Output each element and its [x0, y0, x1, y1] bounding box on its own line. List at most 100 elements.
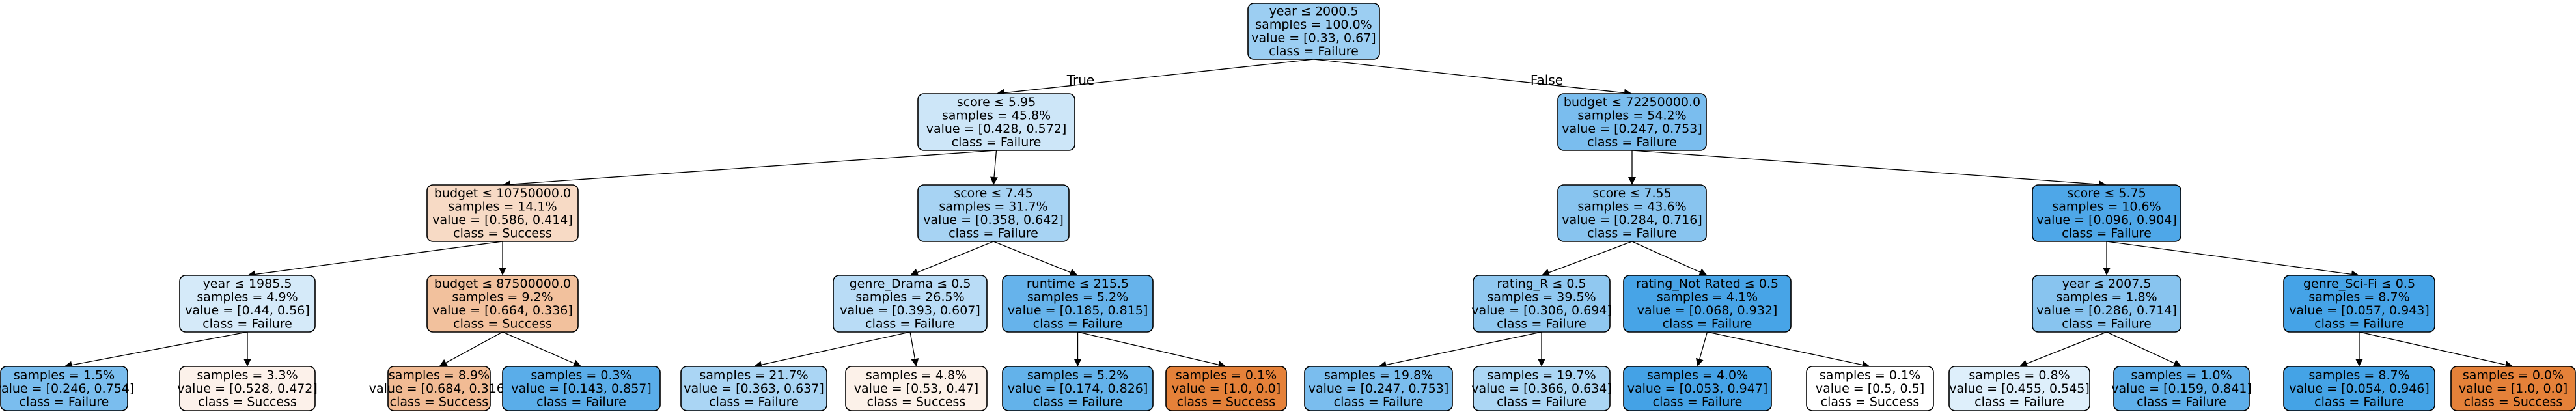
- arrowhead-icon: [911, 358, 919, 366]
- tree-edge: [1313, 59, 1625, 94]
- node-text-line: samples = 0.8%: [1969, 368, 2070, 383]
- node-text-line: genre_Drama ≤ 0.5: [850, 277, 971, 291]
- tree-edge: [2106, 241, 2352, 275]
- node-text-line: value = [0.306, 0.694]: [1471, 303, 1612, 318]
- node-text-line: budget ≤ 72250000.0: [1564, 95, 1700, 109]
- node-box: [1806, 366, 1934, 411]
- node-box: [426, 275, 579, 333]
- tree-edge: [1077, 331, 1219, 365]
- tree-edge: [72, 331, 248, 366]
- node-text-line: class = Success: [453, 226, 552, 240]
- node-text-line: samples = 45.8%: [942, 108, 1051, 122]
- node-text-line: value = [0.068, 0.932]: [1637, 303, 1778, 318]
- node-text-line: class = Success: [867, 395, 966, 409]
- node-text-line: samples = 3.3%: [197, 368, 298, 383]
- node-box: [2032, 184, 2181, 242]
- tree-node-n24: samples = 19.7%value = [0.366, 0.634]cla…: [1471, 366, 1612, 411]
- node-text-line: class = Success: [1821, 395, 1920, 409]
- node-text-line: value = [0.5, 0.5]: [1816, 381, 1924, 396]
- node-box: [917, 184, 1070, 242]
- arrowhead-icon: [1073, 359, 1082, 366]
- node-text-line: value = [0.185, 0.815]: [1008, 303, 1148, 318]
- arrowhead-icon: [1695, 357, 1704, 366]
- node-text-line: class = Failure: [1033, 316, 1123, 331]
- node-text-line: class = Failure: [2314, 316, 2404, 331]
- node-text-line: value = [0.586, 0.414]: [432, 213, 573, 227]
- node-text-line: budget ≤ 87500000.0: [434, 277, 571, 291]
- arrowhead-icon: [1542, 269, 1551, 277]
- node-text-line: samples = 0.3%: [531, 368, 631, 383]
- node-box: [179, 366, 316, 411]
- node-text-line: value = [0.528, 0.472]: [177, 381, 318, 396]
- node-text-line: samples = 4.1%: [1657, 290, 1758, 304]
- node-text-line: samples = 8.7%: [2308, 290, 2409, 304]
- node-box: [1002, 366, 1154, 411]
- tree-node-n15: samples = 1.5%value = [0.246, 0.754]clas…: [0, 366, 134, 411]
- node-box: [1304, 366, 1453, 411]
- arrowhead-icon: [2103, 268, 2111, 275]
- tree-node-n22: samples = 0.1%value = [1.0, 0.0]class = …: [1165, 366, 1287, 411]
- arrowhead-icon: [1069, 268, 1078, 277]
- node-text-line: value = [0.363, 0.637]: [684, 381, 824, 396]
- tree-edge: [445, 331, 503, 363]
- arrowhead-icon: [2172, 359, 2181, 367]
- node-box: [1473, 366, 1611, 411]
- node-text-line: samples = 14.1%: [448, 199, 557, 214]
- node-text-line: value = [0.33, 0.67]: [1251, 31, 1376, 45]
- node-text-line: value = [1.0, 0.0]: [1172, 381, 1281, 396]
- node-text-line: class = Failure: [1334, 395, 1424, 409]
- node-text-line: value = [0.286, 0.714]: [2036, 303, 2177, 318]
- node-text-line: class = Failure: [709, 395, 799, 409]
- node-text-line: samples = 26.5%: [855, 290, 964, 304]
- node-text-line: class = Failure: [1033, 395, 1123, 409]
- tree-edge: [255, 241, 503, 275]
- node-box: [2113, 366, 2250, 411]
- node-text-line: samples = 21.7%: [699, 368, 808, 383]
- node-text-line: samples = 0.0%: [2463, 368, 2564, 383]
- tree-node-n29: samples = 8.7%value = [0.054, 0.946]clas…: [2283, 366, 2435, 411]
- node-text-line: score ≤ 5.75: [2067, 186, 2146, 200]
- node-box: [1557, 184, 1707, 242]
- node-text-line: genre_Sci-Fi ≤ 0.5: [2303, 277, 2415, 291]
- node-text-line: samples = 0.1%: [1176, 368, 1277, 383]
- node-text-line: value = [0.428, 0.572]: [926, 122, 1067, 136]
- node-box: [1948, 366, 2090, 411]
- tree-edge: [1631, 150, 2099, 185]
- arrowhead-icon: [2355, 359, 2363, 366]
- node-text-line: value = [0.664, 0.336]: [432, 303, 573, 318]
- node-box: [845, 366, 988, 411]
- tree-node-n30: samples = 0.0%value = [1.0, 0.0]class = …: [2450, 366, 2576, 411]
- tree-edge: [2026, 331, 2107, 365]
- node-text-line: class = Failure: [2314, 395, 2404, 409]
- tree-edge: [761, 331, 911, 366]
- tree-node-n20: samples = 4.8%value = [0.53, 0.47]class …: [845, 366, 988, 411]
- node-text-line: samples = 9.2%: [452, 290, 553, 304]
- node-text-line: score ≤ 5.95: [957, 95, 1036, 109]
- node-text-line: samples = 4.9%: [197, 290, 298, 304]
- node-text-line: value = [0.159, 0.841]: [2111, 381, 2252, 396]
- node-text-line: value = [1.0, 0.0]: [2459, 381, 2568, 396]
- node-text-line: value = [0.247, 0.753]: [1309, 381, 1449, 396]
- node-text-line: value = [0.057, 0.943]: [2289, 303, 2430, 318]
- tree-node-n25: samples = 4.0%value = [0.053, 0.947]clas…: [1623, 366, 1772, 411]
- node-text-line: samples = 8.7%: [2308, 368, 2409, 383]
- node-text-line: value = [0.096, 0.904]: [2036, 213, 2177, 227]
- node-text-line: class = Success: [1177, 395, 1276, 409]
- node-text-line: samples = 39.5%: [1487, 290, 1596, 304]
- node-text-line: rating_R ≤ 0.5: [1497, 277, 1586, 291]
- arrowhead-icon: [910, 268, 919, 277]
- node-box: [387, 366, 491, 411]
- node-text-line: class = Failure: [1497, 395, 1586, 409]
- node-text-line: budget ≤ 10750000.0: [434, 186, 571, 200]
- node-text-line: samples = 1.8%: [2056, 290, 2157, 304]
- node-text-line: value = [0.053, 0.947]: [1627, 381, 1768, 396]
- node-text-line: value = [0.53, 0.47]: [854, 381, 978, 396]
- node-text-line: class = Failure: [865, 316, 955, 331]
